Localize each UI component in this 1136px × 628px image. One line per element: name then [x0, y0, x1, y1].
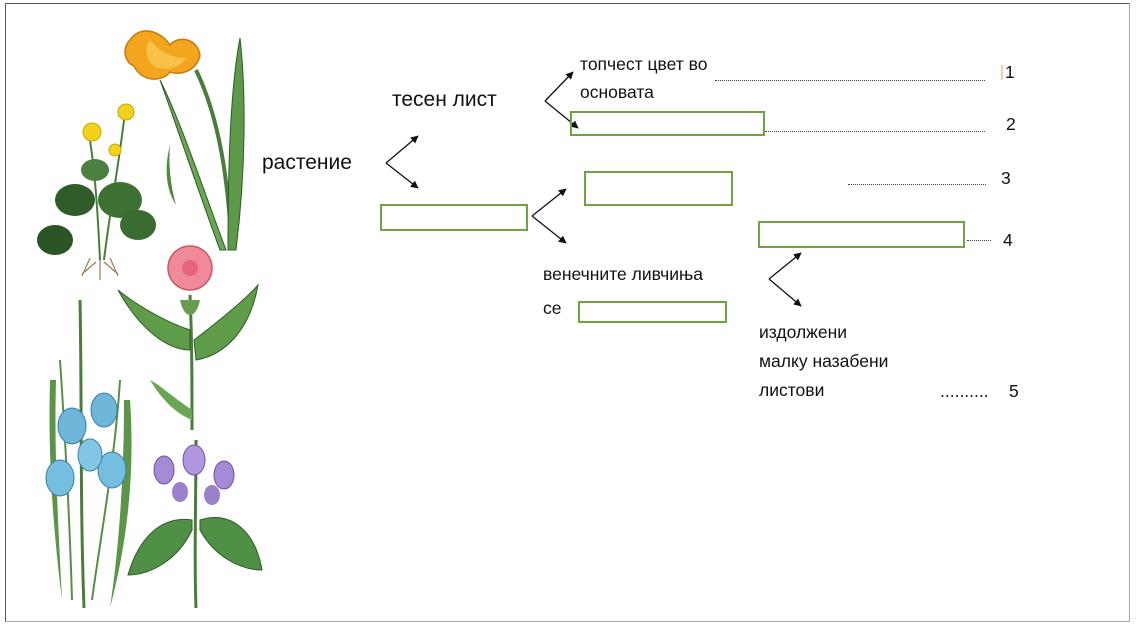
- answer-box-petals[interactable]: [578, 301, 727, 323]
- marsh-marigold-illustration: [37, 103, 156, 280]
- arrow-root-down: [385, 162, 419, 189]
- number-5: 5: [1009, 381, 1019, 401]
- arrow-box-down: [531, 215, 567, 244]
- bluebell-illustration: [45, 299, 132, 609]
- number-4: 4: [1003, 230, 1013, 250]
- dotted-line-2: [765, 131, 985, 132]
- answer-box-2[interactable]: [570, 111, 765, 136]
- elongated-leaves-line2: малку назабени: [759, 351, 889, 371]
- arrow-petals-up: [768, 252, 802, 280]
- number-3: 3: [1001, 168, 1011, 188]
- dotted-line-3: [848, 184, 986, 185]
- arrow-petals-down: [768, 278, 802, 307]
- petals-label-line2: се: [543, 298, 562, 318]
- root-label: растение: [262, 151, 352, 174]
- number-2: 2: [1006, 114, 1016, 134]
- worksheet-frame: [5, 3, 1130, 622]
- elongated-leaves-line1: издолжени: [759, 322, 848, 342]
- arrow-root-up: [385, 135, 419, 164]
- narrow-leaf-label: тесен лист: [392, 88, 497, 111]
- dotted-line-4: [967, 240, 991, 241]
- answer-box-4[interactable]: [758, 221, 965, 248]
- daffodil-illustration: [124, 30, 245, 251]
- petals-label-line1: венечните ливчиња: [543, 264, 703, 284]
- bell-flower-label-line1: топчест цвет во: [580, 54, 708, 74]
- arrow-box-up: [531, 188, 567, 217]
- arrow-narrow-up: [544, 71, 574, 102]
- dotted-line-5: ..........: [940, 381, 989, 401]
- bell-flower-label-line2: основата: [580, 82, 654, 102]
- elongated-leaves-line3: листови: [759, 380, 825, 400]
- number-1: 1: [1005, 62, 1015, 82]
- purple-dead-nettle-illustration: [127, 439, 263, 609]
- dotted-line-1: [715, 80, 985, 81]
- plant-illustrations: [37, 30, 263, 609]
- pink-campion-illustration: [117, 245, 259, 431]
- answer-box-root-branch[interactable]: [380, 204, 528, 231]
- answer-box-3[interactable]: [584, 171, 733, 206]
- arrow-narrow-down: [544, 100, 579, 129]
